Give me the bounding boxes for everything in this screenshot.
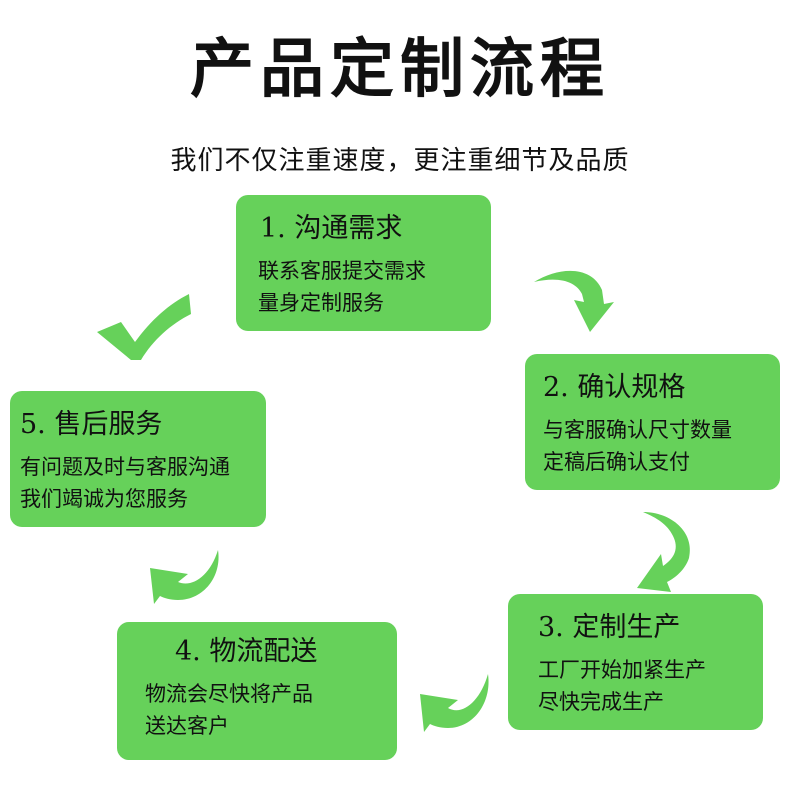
step-4-box: 4. 物流配送 物流会尽快将产品 送达客户 <box>117 622 397 760</box>
step-5-line-1: 有问题及时与客服沟通 <box>20 455 230 479</box>
step-5-heading: 5. 售后服务 <box>20 409 163 440</box>
step-1-heading: 1. 沟通需求 <box>260 213 403 244</box>
page-title: 产品定制流程 <box>190 32 610 107</box>
step-3-line-1: 工厂开始加紧生产 <box>538 658 706 682</box>
checkmark-icon <box>97 294 191 360</box>
step-2-line-1: 与客服确认尺寸数量 <box>543 418 732 442</box>
step-3-heading: 3. 定制生产 <box>538 612 681 643</box>
curved-arrow-up-left-icon <box>150 550 219 604</box>
step-1-line-2: 量身定制服务 <box>258 291 384 315</box>
step-3-box: 3. 定制生产 工厂开始加紧生产 尽快完成生产 <box>508 594 763 730</box>
step-2-line-2: 定稿后确认支付 <box>543 450 690 474</box>
page-subtitle: 我们不仅注重速度，更注重细节及品质 <box>170 146 630 176</box>
curved-arrow-right-down-icon <box>534 270 614 332</box>
step-2-heading: 2. 确认规格 <box>543 372 686 403</box>
curved-arrow-down-left-icon <box>637 512 690 592</box>
step-4-heading: 4. 物流配送 <box>175 636 318 667</box>
step-5-line-2: 我们竭诚为您服务 <box>20 487 188 511</box>
step-1-box: 1. 沟通需求 联系客服提交需求 量身定制服务 <box>236 195 491 331</box>
step-5-box: 5. 售后服务 有问题及时与客服沟通 我们竭诚为您服务 <box>10 391 266 527</box>
step-2-box: 2. 确认规格 与客服确认尺寸数量 定稿后确认支付 <box>525 354 780 490</box>
step-1-line-1: 联系客服提交需求 <box>258 259 426 283</box>
curved-arrow-up-left-icon <box>420 674 489 732</box>
step-4-line-1: 物流会尽快将产品 <box>145 682 313 706</box>
step-4-line-2: 送达客户 <box>145 714 229 738</box>
step-3-line-2: 尽快完成生产 <box>538 690 664 714</box>
